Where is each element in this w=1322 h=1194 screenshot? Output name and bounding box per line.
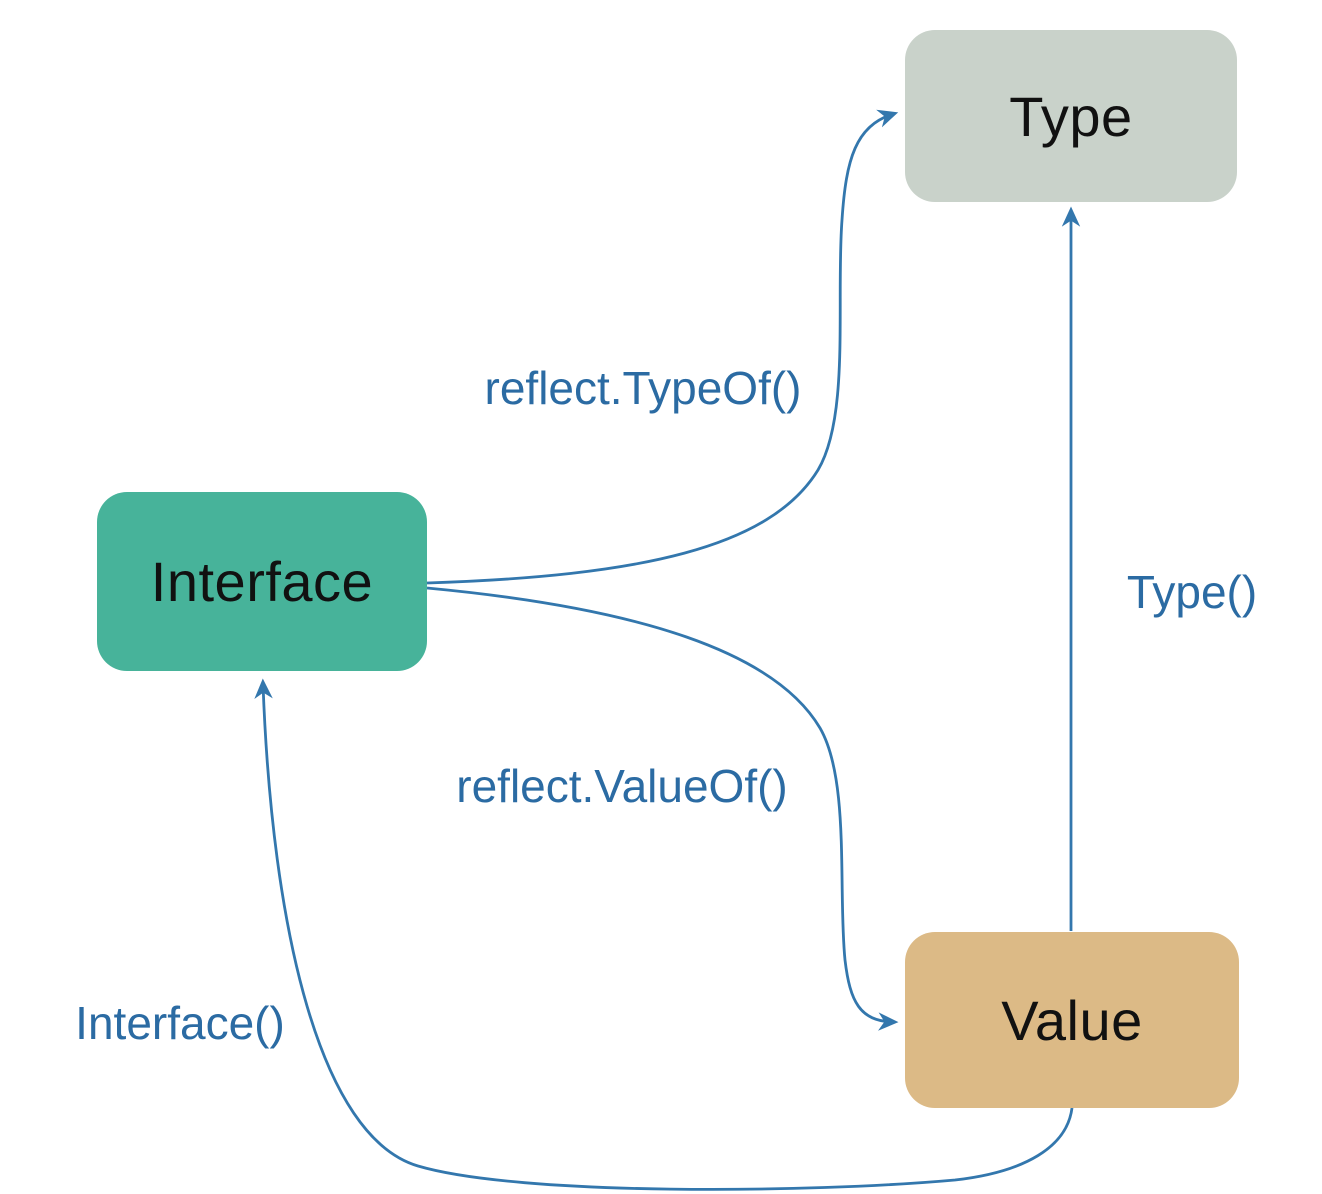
edge-reflect-typeof [426, 109, 899, 585]
node-interface: Interface [97, 492, 427, 671]
node-interface-label: Interface [150, 550, 374, 613]
node-type: Type [905, 30, 1237, 202]
edge-label-interface-method: Interface() [75, 997, 285, 1049]
edge-reflect-valueof [426, 586, 899, 1031]
edge-label-type-method: Type() [1126, 566, 1258, 618]
node-value-label: Value [1001, 988, 1143, 1052]
node-value: Value [905, 932, 1239, 1108]
node-type-label: Type [1009, 84, 1133, 148]
edge-interface-method [254, 678, 1074, 1191]
edge-label-reflect-typeof: reflect.TypeOf() [484, 362, 802, 414]
edge-label-reflect-valueof: reflect.ValueOf() [456, 760, 788, 812]
